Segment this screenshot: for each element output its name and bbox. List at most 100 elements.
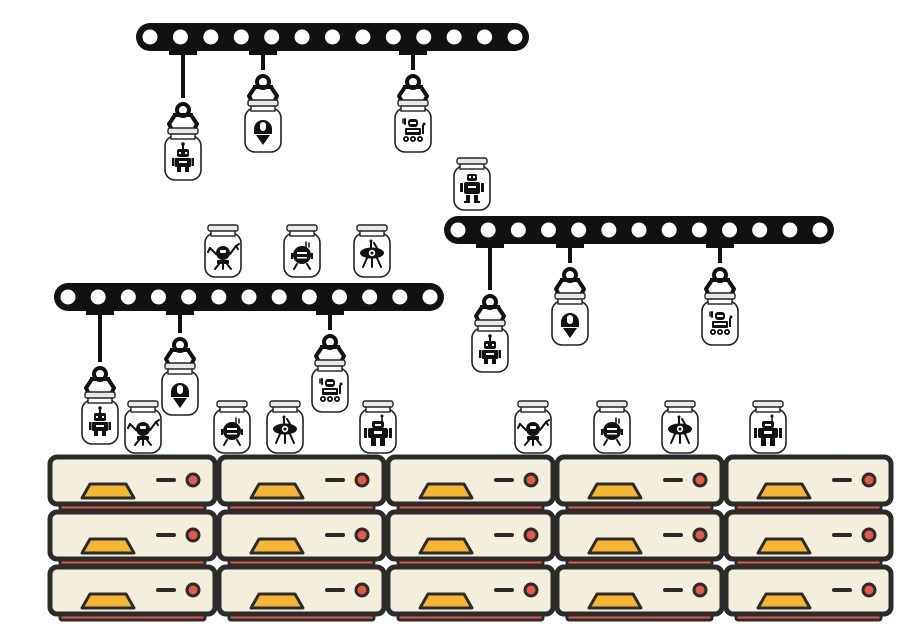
- robot-icon: [402, 118, 426, 142]
- conveyor-roller: [362, 289, 378, 305]
- conveyor-roller: [294, 29, 310, 45]
- conveyor-roller: [480, 222, 496, 238]
- robot-icon: [754, 414, 782, 446]
- robot-jar: [161, 362, 199, 416]
- jar-lid: [554, 292, 586, 300]
- server-light: [185, 527, 201, 543]
- server-light: [692, 582, 708, 598]
- robot-icon: [709, 311, 733, 335]
- conveyor-roller: [60, 289, 76, 305]
- conveyor-roller: [142, 29, 158, 45]
- robot-jar: [283, 224, 321, 278]
- server-light: [185, 582, 201, 598]
- robot-icon: [172, 142, 194, 172]
- server-slot: [80, 537, 136, 555]
- conveyor-roller: [385, 29, 401, 45]
- conveyor-roller: [301, 289, 317, 305]
- server-slot: [418, 592, 474, 610]
- conveyor-roller: [416, 29, 432, 45]
- conveyor-roller: [233, 29, 249, 45]
- conveyor-arm: [474, 240, 506, 330]
- server-slot: [756, 537, 812, 555]
- robot-icon: [360, 239, 384, 268]
- server-rack-grid: [47, 454, 894, 622]
- server-light: [523, 582, 539, 598]
- jar-lid: [397, 99, 429, 107]
- robot-jar: [551, 292, 589, 346]
- conveyor-roller: [782, 222, 798, 238]
- robot-jar: [164, 127, 202, 181]
- server-unit: [385, 454, 556, 512]
- conveyor-arm: [164, 307, 196, 373]
- server-slot: [756, 592, 812, 610]
- server-unit: [216, 454, 387, 512]
- conveyor-roller: [477, 29, 493, 45]
- server-light: [523, 527, 539, 543]
- jar-lid: [517, 400, 549, 408]
- conveyor-arm: [704, 240, 736, 303]
- robot-jar: [471, 319, 509, 373]
- conveyor-roller: [541, 222, 556, 238]
- robot-icon: [479, 334, 501, 364]
- conveyor-roller: [631, 222, 647, 238]
- robot-jar: [359, 400, 397, 454]
- jar-lid: [752, 400, 784, 408]
- robot-icon: [460, 174, 484, 203]
- server-unit: [216, 509, 387, 567]
- server-unit: [47, 509, 218, 567]
- server-light: [354, 582, 370, 598]
- conveyor-roller: [90, 289, 106, 305]
- server-slot: [418, 482, 474, 500]
- conveyor-roller: [510, 222, 526, 238]
- robot-icon: [171, 383, 189, 408]
- robot-icon: [291, 241, 313, 270]
- conveyor-arm: [167, 47, 199, 138]
- robot-icon: [364, 414, 392, 446]
- jar-lid: [216, 400, 248, 408]
- server-unit: [47, 564, 218, 622]
- server-slot: [756, 482, 812, 500]
- jar-lid: [127, 400, 159, 408]
- server-light: [692, 472, 708, 488]
- jar-lid: [456, 157, 488, 165]
- jar-lid: [247, 99, 279, 107]
- conveyor-roller: [691, 222, 707, 238]
- robot-jar: [514, 400, 552, 454]
- server-light: [354, 527, 370, 543]
- server-unit: [723, 509, 894, 567]
- server-slot: [249, 592, 305, 610]
- conveyor-roller: [120, 289, 136, 305]
- robot-jar: [124, 400, 162, 454]
- robot-jar: [204, 224, 242, 278]
- conveyor-roller: [172, 29, 188, 45]
- server-slot: [587, 482, 643, 500]
- conveyor-roller: [355, 29, 371, 45]
- robot-icon: [601, 417, 623, 446]
- conveyor-roller: [241, 289, 257, 305]
- robot-icon: [89, 406, 111, 436]
- conveyor-roller: [446, 29, 462, 45]
- conveyor-roller: [422, 289, 438, 305]
- conveyor-roller: [181, 289, 197, 305]
- jar-lid: [84, 391, 116, 399]
- conveyor-roller: [450, 222, 466, 238]
- conveyor-roller: [661, 222, 677, 238]
- robot-icon: [207, 243, 240, 270]
- jar-lid: [269, 400, 301, 408]
- robot-jar: [353, 224, 391, 278]
- conveyor-roller: [211, 289, 227, 305]
- conveyor-roller: [271, 289, 287, 305]
- server-unit: [216, 564, 387, 622]
- server-light: [185, 472, 201, 488]
- conveyor-roller: [392, 289, 408, 305]
- conveyor-rail-icon: [136, 23, 529, 138]
- robot-jar: [244, 99, 282, 153]
- server-unit: [723, 564, 894, 622]
- server-slot: [80, 592, 136, 610]
- server-light: [354, 472, 370, 488]
- jar-lid: [207, 224, 239, 232]
- jar-lid: [474, 319, 506, 327]
- jar-lid: [356, 224, 388, 232]
- conveyor-arm: [554, 240, 586, 303]
- server-light: [861, 582, 877, 598]
